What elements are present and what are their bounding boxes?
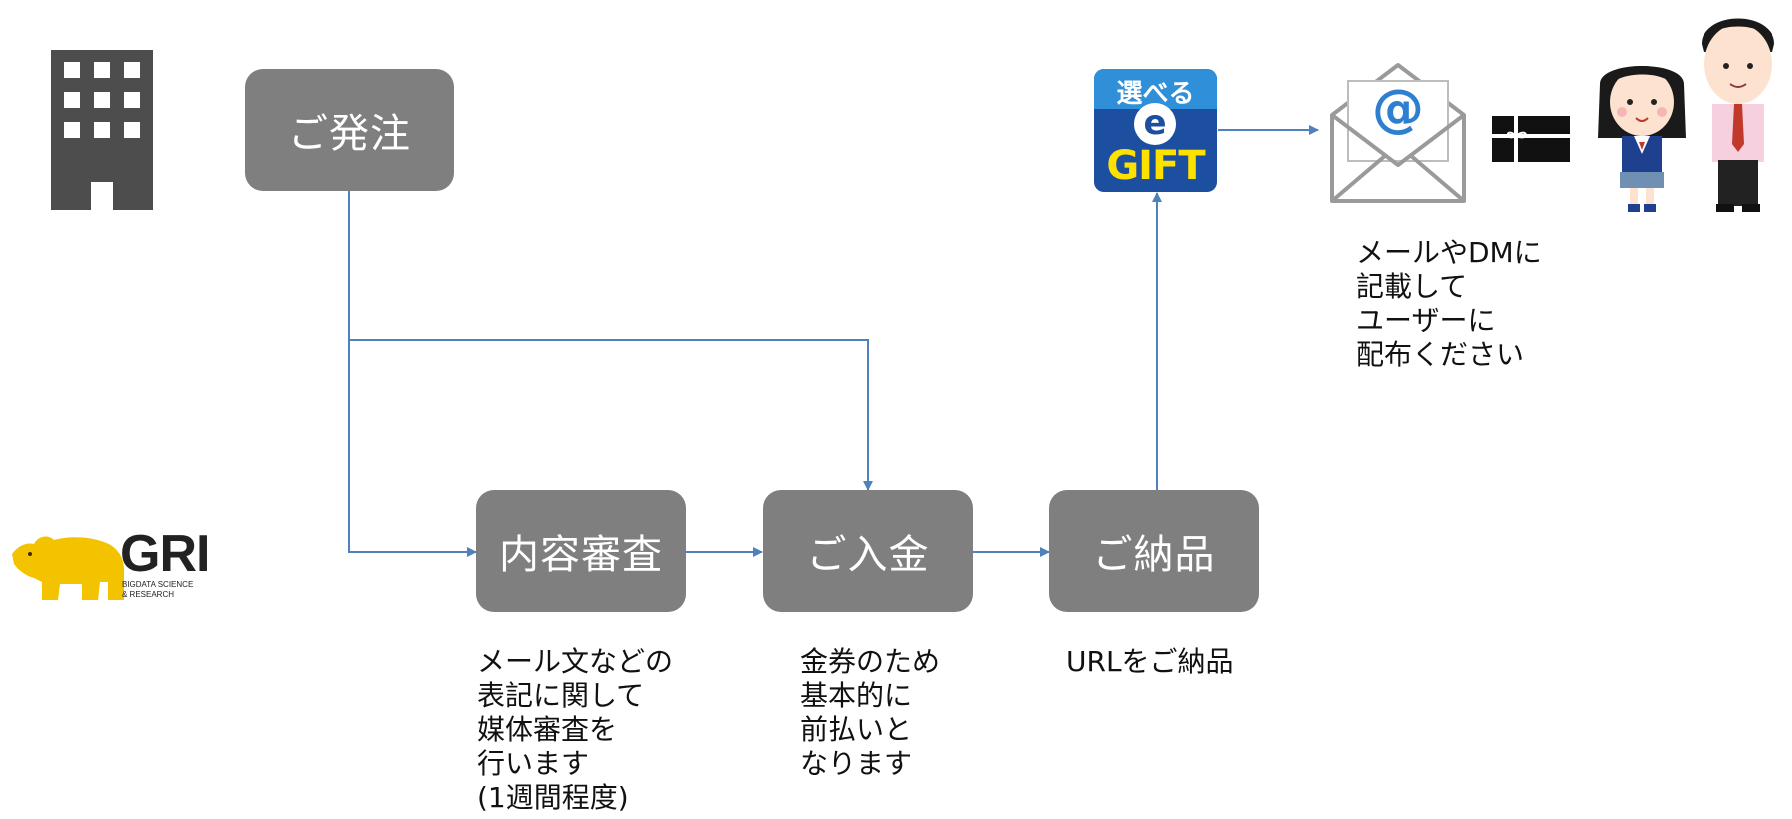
gri-logo-tagline: BIGDATA SCIENCE & RESEARCH [122,580,193,600]
egift-logo-top-band [1094,69,1217,109]
gri-logo-wordmark: GRI [120,525,210,583]
connector-order-to-review [348,190,477,557]
man-user-icon [1702,18,1774,212]
note-review: メール文などの 表記に関して 媒体審査を 行います (1週間程度) [477,645,674,814]
bear-icon [12,536,124,600]
envelope-graphic [1330,63,1466,203]
gift-card-icon [1492,116,1570,162]
connector-order-to-payment [349,339,873,491]
egift-logo: 選べる e GIFT [1094,69,1217,192]
node-delivery: ご納品 [1049,490,1259,612]
email-at-symbol: @ [1372,79,1424,139]
node-content-review: 内容審査 [476,490,686,612]
email-envelope-icon: @ [1328,55,1468,205]
note-payment: 金券のため 基本的に 前払いと なります [800,645,941,780]
note-delivery: URLをご納品 [1066,645,1234,678]
egift-logo-bottom-text: GIFT [1106,143,1205,189]
building-icon [51,50,153,210]
gri-logo-tagline-1: BIGDATA SCIENCE [122,580,194,589]
egift-logo-e-text: e [1143,103,1167,143]
node-order: ご発注 [245,69,454,191]
node-payment: ご入金 [763,490,973,612]
gri-logo-tagline-2: & RESEARCH [122,590,175,599]
girl-user-icon [1598,66,1686,212]
egift-logo-e-circle [1134,103,1176,145]
note-distribute: メールやDMに 記載して ユーザーに 配布ください [1356,236,1542,371]
gri-logo: GRI BIGDATA SCIENCE & RESEARCH [8,522,218,604]
